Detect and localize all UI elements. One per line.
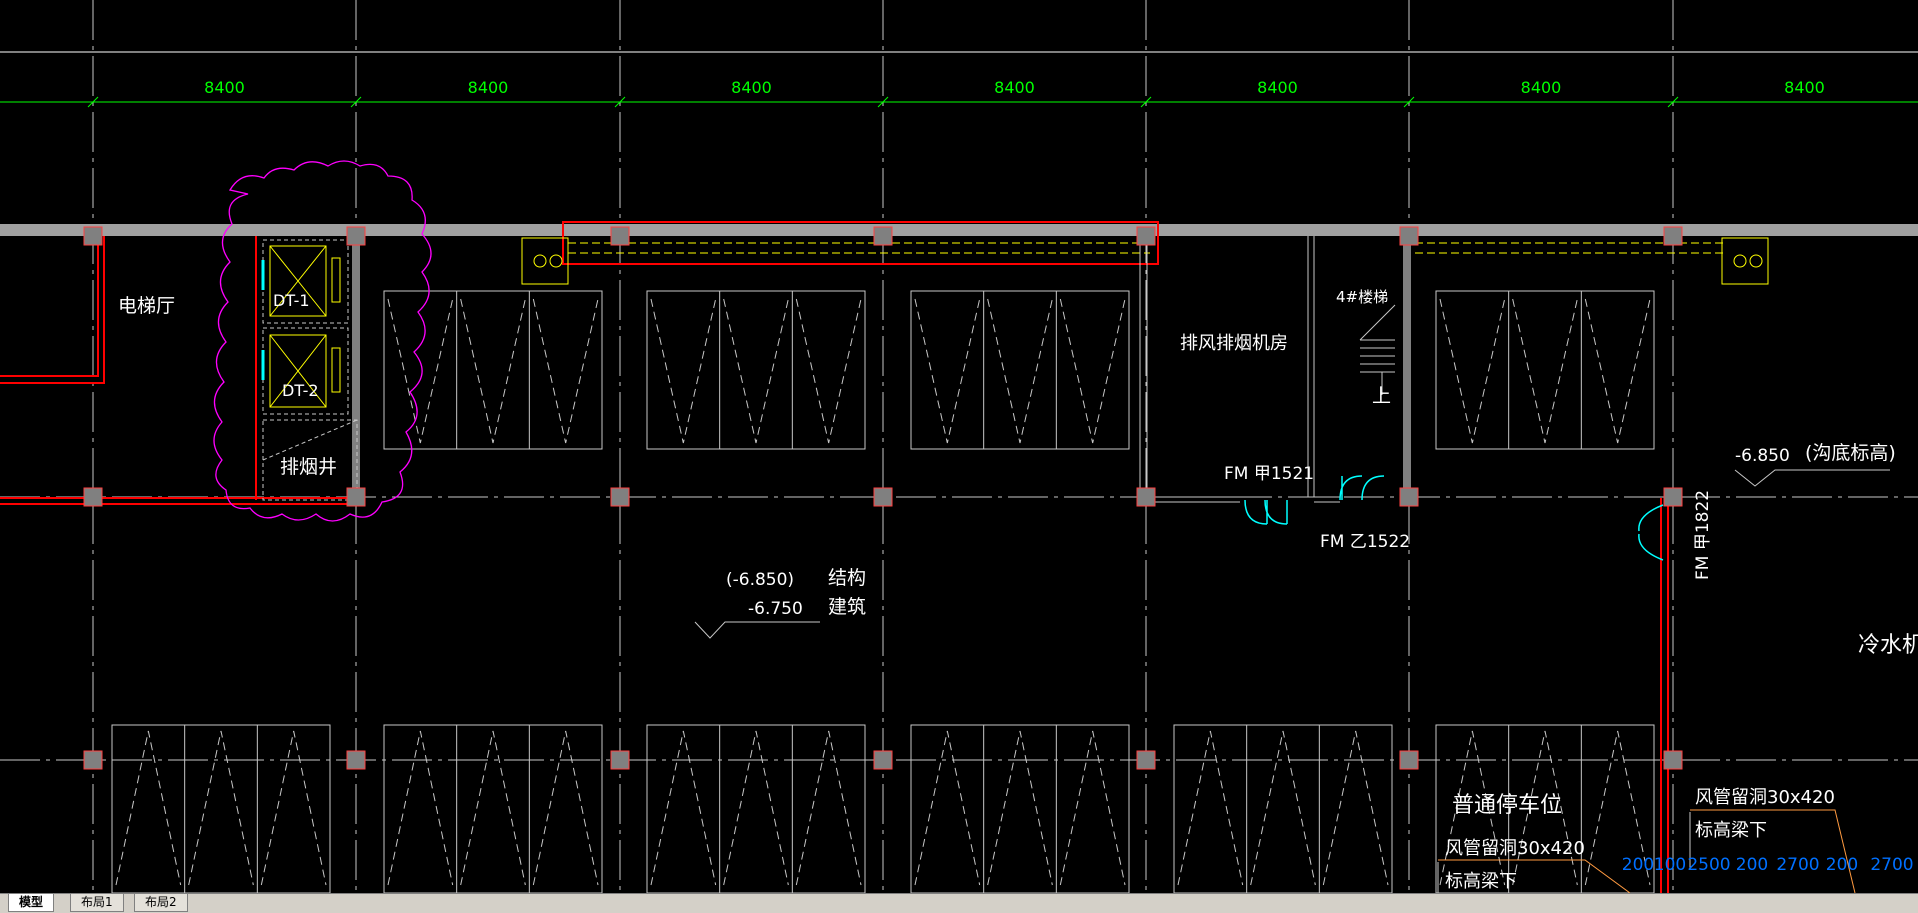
selection-rectangle[interactable] — [562, 221, 1159, 265]
label-beam-bottom-right: 标高梁下 — [1695, 820, 1767, 841]
column — [610, 226, 630, 246]
label-door-fm1822: FM 甲1822 — [1693, 490, 1713, 580]
dimension-label: 8400 — [731, 78, 772, 97]
label-dt2: DT-2 — [282, 381, 319, 400]
label-parking: 普通停车位 — [1452, 793, 1562, 818]
label-beam-bottom-left: 标高梁下 — [1445, 871, 1517, 892]
bottom-dimension-label: 2500 — [1687, 855, 1730, 875]
bottom-dimension-label: 200 — [1826, 855, 1858, 875]
column — [346, 226, 366, 246]
dimension-tick — [1403, 96, 1415, 108]
dimension-tick — [1140, 96, 1152, 108]
dimension-label: 8400 — [1784, 78, 1825, 97]
column — [83, 226, 103, 246]
label-stair-up: 上 — [1372, 385, 1391, 407]
column — [1136, 226, 1156, 246]
dimension-ticks — [87, 96, 1679, 108]
dimension-tick — [87, 96, 99, 108]
yellow-fan-symbol — [521, 237, 1769, 285]
label-fan-room: 排风排烟机房 — [1180, 333, 1288, 354]
label-stair: 4#楼梯 — [1336, 288, 1388, 306]
label-chiller-room: 冷水机房 — [1858, 633, 1918, 658]
parking-stall — [383, 724, 603, 893]
parking-stall — [1435, 724, 1655, 893]
dimension-label: 8400 — [468, 78, 509, 97]
column — [1399, 226, 1419, 246]
leader-lines — [1437, 809, 1856, 893]
tab-model[interactable]: 模型 — [8, 894, 55, 912]
parking-stall — [910, 290, 1130, 450]
column — [1136, 487, 1156, 507]
parking-stalls — [111, 290, 1655, 893]
bottom-dimension-label: 200 — [1622, 855, 1654, 875]
red-walls — [0, 236, 1669, 893]
dimension-label: 8400 — [1521, 78, 1562, 97]
horizontal-grid-lines — [0, 496, 1918, 761]
label-struct: 结构 — [828, 567, 866, 589]
label-trench-note: (沟底标高) — [1805, 442, 1896, 464]
dimension-tick — [877, 96, 889, 108]
column — [83, 487, 103, 507]
column — [873, 487, 893, 507]
column — [873, 226, 893, 246]
parking-stall — [910, 724, 1130, 893]
structural-columns — [83, 226, 1683, 770]
bottom-dimension-label: 2700 — [1776, 855, 1819, 875]
column — [1136, 750, 1156, 770]
column — [346, 750, 366, 770]
parking-stall — [383, 290, 603, 450]
column — [610, 750, 630, 770]
parking-stall — [646, 724, 866, 893]
parking-stall — [111, 724, 331, 893]
elevation-symbols — [694, 469, 1890, 639]
parking-stall — [646, 290, 866, 450]
door-swings — [1244, 475, 1664, 561]
column — [1663, 487, 1683, 507]
column — [873, 750, 893, 770]
elevator-shafts — [261, 239, 358, 501]
dimension-label: 8400 — [1257, 78, 1298, 97]
tab-layout1[interactable]: 布局1 — [70, 894, 124, 912]
revision-cloud — [213, 160, 432, 522]
column — [1663, 750, 1683, 770]
stair-symbol — [1359, 304, 1396, 395]
label-door-fm1521: FM 甲1521 — [1224, 464, 1314, 484]
top-beam — [0, 224, 1918, 236]
column — [610, 487, 630, 507]
vertical-grid-lines — [92, 0, 1674, 893]
dimension-label: 8400 — [204, 78, 245, 97]
parking-stall — [1173, 724, 1393, 893]
dimension-tick — [614, 96, 626, 108]
bottom-dimension-label: 2700 — [1870, 855, 1913, 875]
dimension-tick — [1667, 96, 1679, 108]
dimension-tick — [350, 96, 362, 108]
column — [346, 487, 366, 507]
label-dt1: DT-1 — [273, 291, 310, 310]
room-walls — [352, 236, 1411, 503]
column — [1399, 750, 1419, 770]
column — [1399, 487, 1419, 507]
label-duct-hole-right: 风管留洞30x420 — [1695, 787, 1835, 808]
label-smoke-shaft: 排烟井 — [280, 456, 337, 478]
label-door-fm1522: FM 乙1522 — [1320, 532, 1410, 552]
column — [83, 750, 103, 770]
label-elev-trench: -6.850 — [1735, 446, 1790, 466]
label-duct-hole-left: 风管留洞30x420 — [1445, 838, 1585, 859]
label-elevator-hall: 电梯厅 — [118, 295, 175, 317]
layout-tab-bar: 模型 布局1 布局2 — [0, 893, 1918, 913]
tab-layout2[interactable]: 布局2 — [134, 894, 188, 912]
bottom-dimension-label: 100 — [1654, 855, 1686, 875]
dimension-label: 8400 — [994, 78, 1035, 97]
cad-drawing-canvas[interactable]: 8400 8400 8400 8400 8400 8400 8400 — [0, 0, 1918, 893]
parking-stall — [1435, 290, 1655, 450]
label-arch: 建筑 — [828, 596, 866, 618]
label-elev-struct: (-6.850) — [726, 570, 794, 590]
dimension-labels: 8400 8400 8400 8400 8400 8400 8400 — [204, 78, 1825, 97]
bottom-dimension-label: 200 — [1736, 855, 1768, 875]
column — [1663, 226, 1683, 246]
label-elev-arch: -6.750 — [748, 599, 803, 619]
